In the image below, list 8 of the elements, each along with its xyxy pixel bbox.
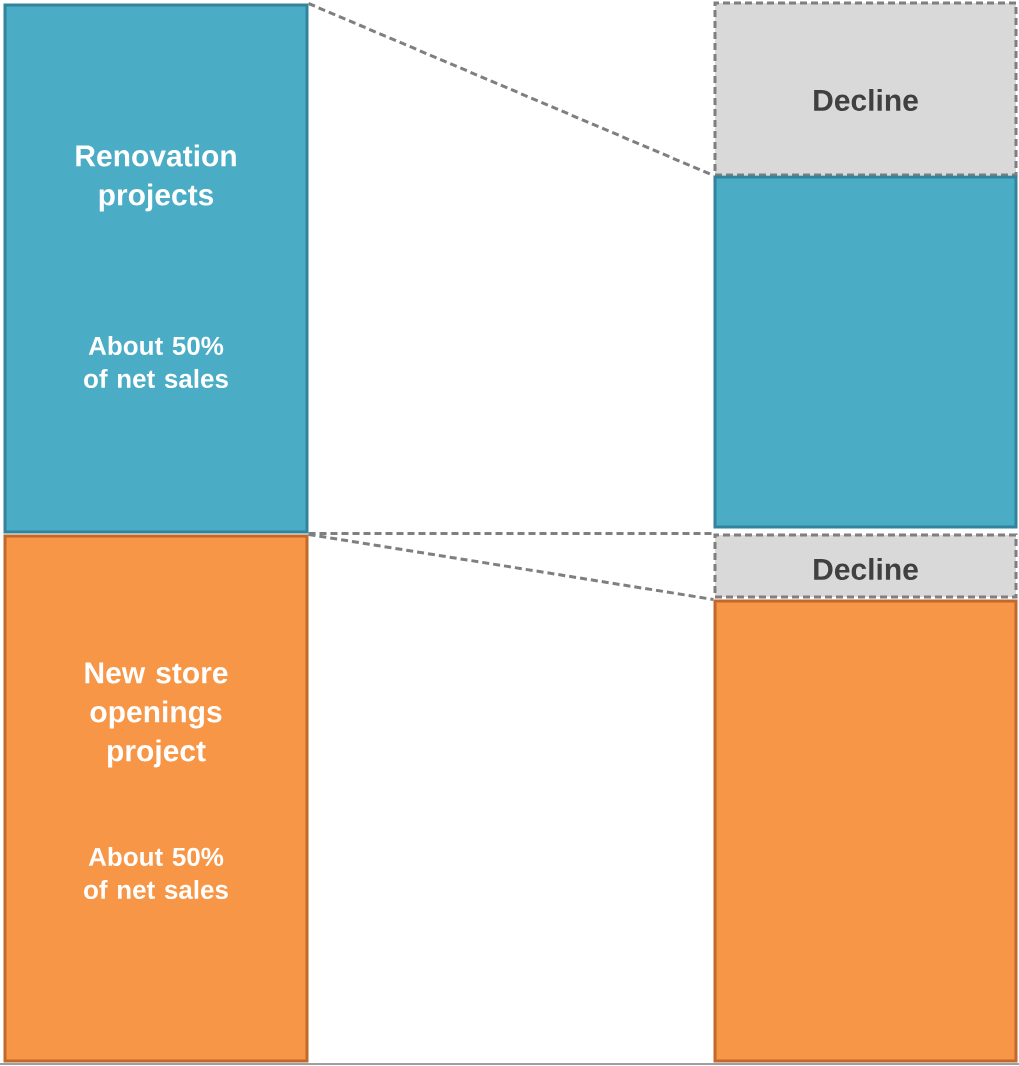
segment-bar: Renovation projects About 50% of net sales <box>3 3 309 534</box>
segment-bar <box>713 599 1018 1063</box>
connector-line <box>308 533 714 601</box>
connector-line <box>308 532 714 535</box>
decline-box: Decline <box>713 1 1018 177</box>
segment-bar <box>713 175 1018 529</box>
segment-bar: New store openings project About 50% of net sales <box>3 534 309 1063</box>
decline-box: Decline <box>713 533 1018 599</box>
